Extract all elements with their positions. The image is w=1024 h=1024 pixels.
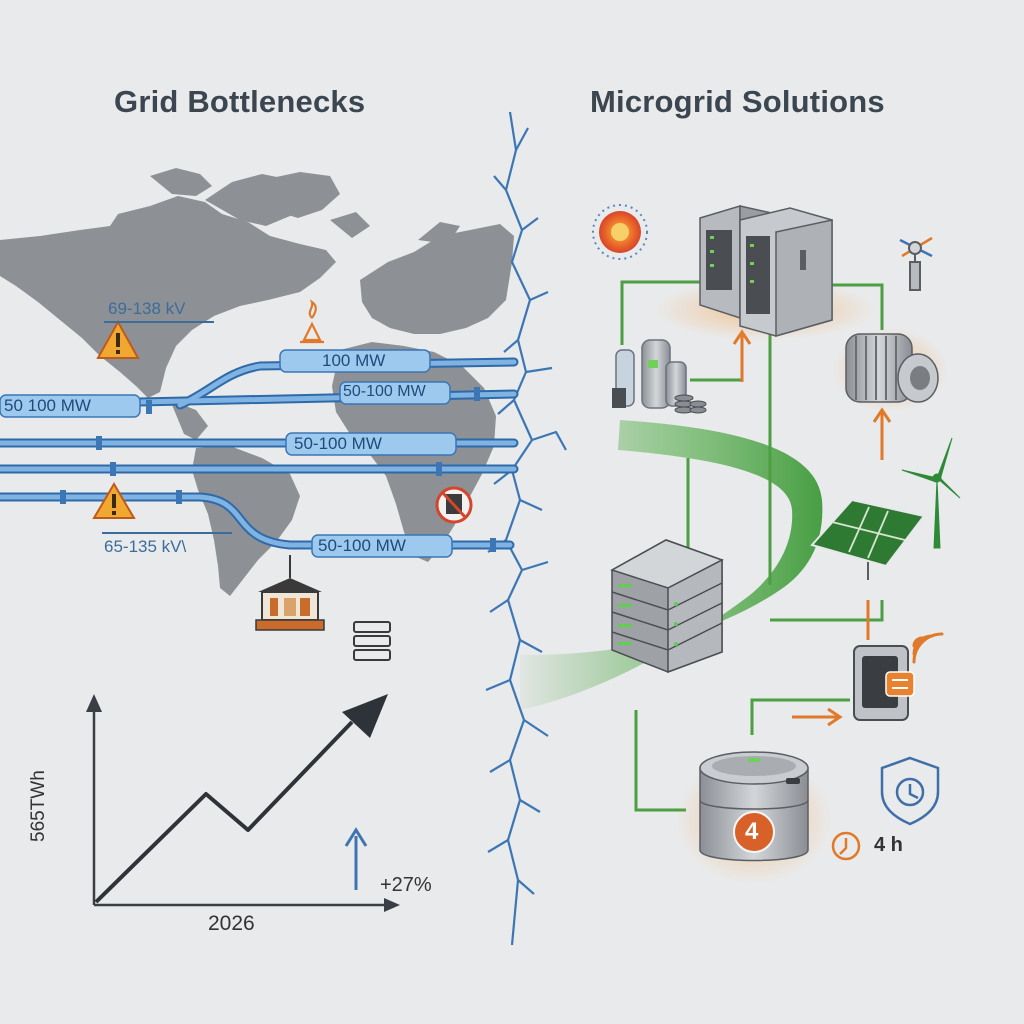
pill-3	[0, 394, 141, 418]
warning-icon	[92, 482, 136, 519]
chart-growth-label: +27%	[380, 874, 432, 896]
battery-storage-icon	[676, 751, 832, 884]
capacity-label: 50-100 MW	[318, 536, 406, 555]
pill-1	[279, 349, 431, 373]
capacity-label: 100 MW	[322, 351, 386, 370]
capacity-label: 50-100 MW	[294, 434, 382, 453]
substation-icon	[255, 555, 325, 631]
pill-2	[339, 381, 451, 405]
warning-icon	[96, 319, 140, 359]
voltage-underline	[104, 321, 214, 323]
trend-line	[94, 720, 354, 904]
data-center-icon	[655, 204, 875, 340]
wifi-signal-icon	[912, 632, 944, 664]
duration-label: 4 h	[874, 834, 903, 856]
solar-panel-icon	[810, 498, 926, 580]
wind-vane-icon	[899, 236, 933, 291]
chart-x-label: 2026	[208, 912, 255, 935]
capacity-pills	[0, 349, 457, 558]
microgrid-solutions-title: Microgrid Solutions	[590, 84, 885, 119]
grid-bottlenecks-title: Grid Bottlenecks	[114, 84, 366, 119]
server-rack-icon	[353, 621, 391, 661]
no-battery-icon	[435, 486, 473, 524]
pill-5	[311, 534, 453, 558]
reactor-icon	[592, 204, 648, 260]
storage-badge: 4	[745, 818, 759, 845]
shield-clock-icon	[880, 756, 940, 826]
smart-meter-icon	[853, 645, 915, 721]
capacity-label: 50 100 MW	[4, 396, 91, 415]
pill-4	[285, 432, 457, 456]
trend-arrow-icon	[342, 694, 388, 738]
energy-ribbon	[520, 420, 823, 710]
demand-chart	[86, 694, 400, 912]
capacity-label: 50-100 MW	[343, 383, 426, 400]
fire-hazard-icon	[300, 299, 324, 344]
chart-y-label: 565TWh	[28, 770, 49, 842]
voltage-label-69-138: 69-138 kV	[108, 299, 186, 318]
grid-crack-divider	[485, 111, 567, 946]
rack-server-icon	[610, 539, 724, 674]
voltage-label-65-135: 65-135 kV\	[104, 537, 187, 556]
turbine-icon	[832, 328, 948, 412]
voltage-underline	[102, 532, 232, 534]
wind-turbine-icon	[901, 437, 961, 549]
electrolyzer-icon	[612, 339, 707, 414]
clock-icon	[831, 831, 861, 861]
